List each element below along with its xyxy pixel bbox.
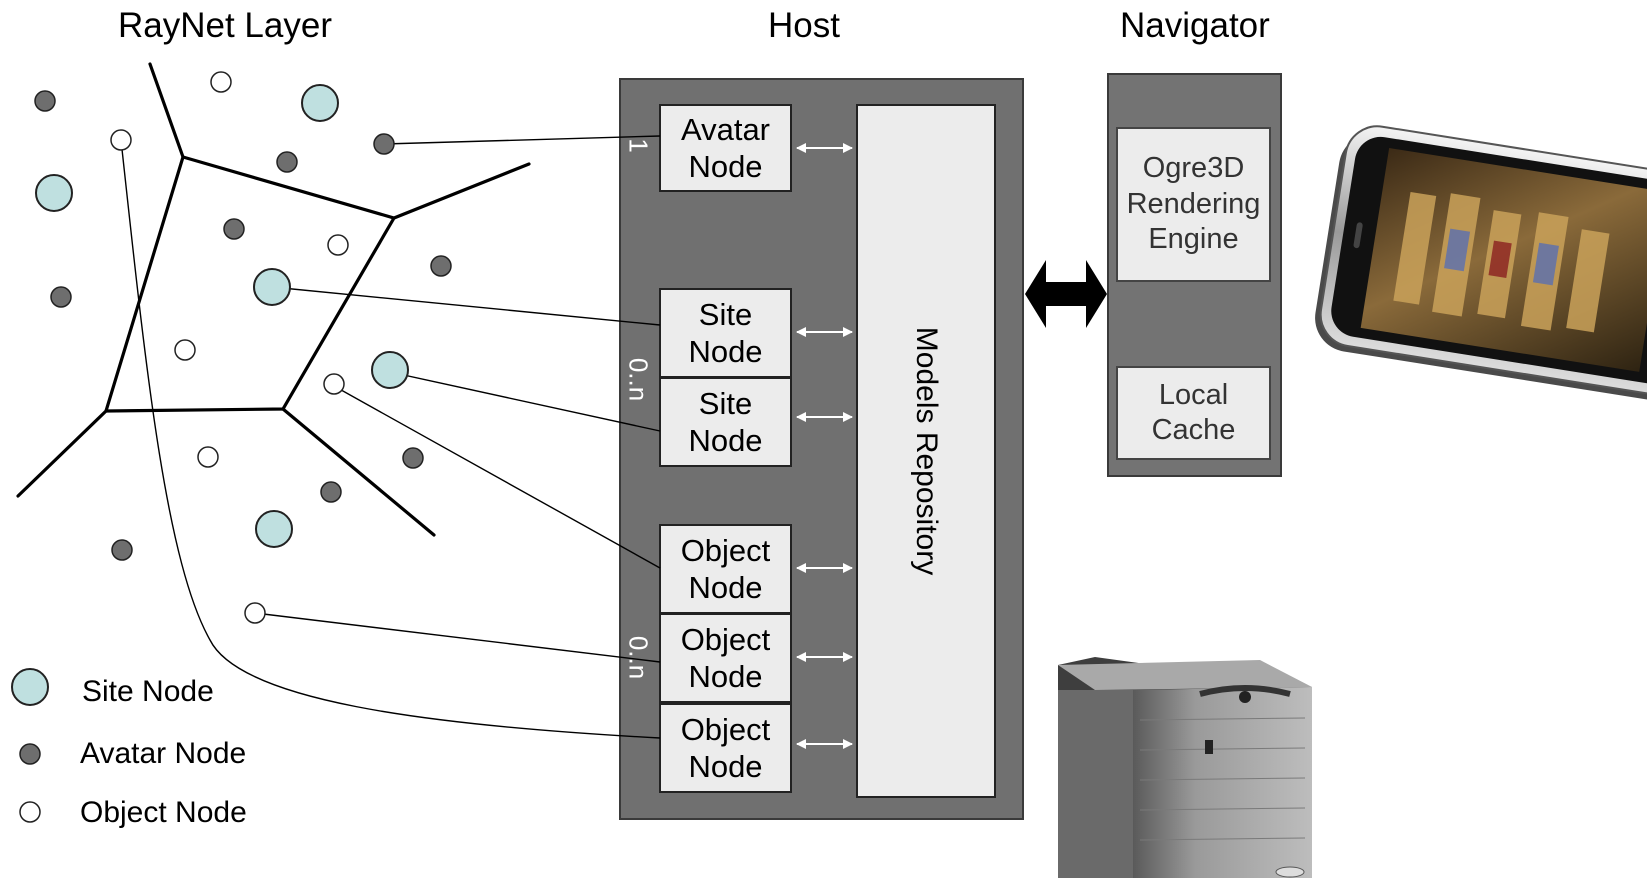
site-node-box: Site Node	[659, 288, 792, 378]
object-node-box: Object Node	[659, 524, 792, 614]
raynet-layer-title: RayNet Layer	[118, 6, 332, 45]
white-double-arrows	[796, 143, 853, 749]
voronoi-partition	[16, 62, 531, 537]
rendering-engine-box: Ogre3D Rendering Engine	[1116, 127, 1271, 282]
object-node-box: Object Node	[659, 613, 792, 703]
local-cache-box: Local Cache	[1116, 366, 1271, 460]
avatar-node-box: Avatar Node	[659, 104, 792, 192]
site-node-box: Site Node	[659, 377, 792, 467]
object-node-box: Object Node	[659, 703, 792, 793]
host-navigator-arrow	[1025, 260, 1107, 328]
legend-site-node-label: Site Node	[82, 675, 214, 708]
legend-avatar-node-label: Avatar Node	[80, 737, 247, 770]
phone-image	[1315, 125, 1647, 404]
site-node	[35, 84, 409, 548]
connector-lines	[254, 135, 661, 663]
navigator-title: Navigator	[1120, 6, 1270, 45]
host-title: Host	[768, 6, 840, 45]
server-image	[1058, 657, 1312, 878]
avatar-node	[34, 90, 452, 561]
legend-site-node-icon	[11, 668, 49, 706]
legend-avatar-node-icon	[19, 743, 41, 765]
legend-object-node-label: Object Node	[80, 796, 247, 829]
object-node	[110, 71, 349, 624]
connector-line	[120, 139, 661, 739]
models-repository	[856, 104, 996, 798]
legend-object-node-icon	[19, 801, 41, 823]
